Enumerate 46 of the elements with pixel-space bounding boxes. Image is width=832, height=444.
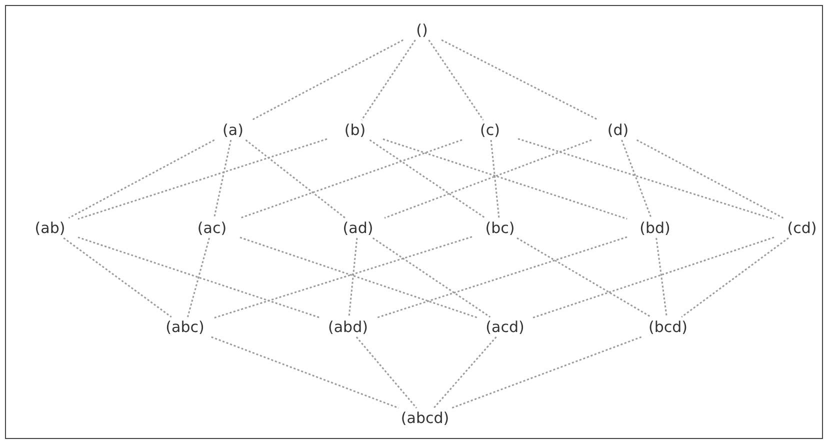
- connector-line: [240, 139, 462, 219]
- connector-line: [361, 40, 416, 120]
- node-label: (d): [607, 122, 629, 138]
- connector-line: [382, 138, 628, 220]
- connector-line: [384, 139, 592, 219]
- connector-line: [78, 236, 320, 318]
- connector-line: [428, 40, 484, 120]
- connector-line: [532, 236, 774, 318]
- connector-line: [369, 139, 486, 219]
- connector-line: [348, 238, 358, 318]
- node-label: (bd): [640, 220, 670, 236]
- connector-line: [372, 237, 491, 318]
- connector-line: [252, 39, 404, 121]
- node-label: (ac): [197, 220, 227, 236]
- node-label: (bc): [485, 220, 515, 236]
- node-label: (c): [480, 122, 500, 138]
- connector-line: [211, 336, 399, 409]
- connector-line: [78, 138, 328, 220]
- connector-line: [63, 237, 172, 318]
- node-label: (acd): [486, 320, 524, 334]
- connector-line: [376, 236, 628, 319]
- connector-line: [441, 39, 599, 121]
- node-label: (ad): [342, 220, 374, 236]
- node-label: (b): [344, 122, 366, 138]
- connector-line: [356, 336, 418, 408]
- connector-line: [490, 140, 500, 218]
- node-label: (abcd): [400, 410, 450, 426]
- connector-line: [516, 237, 652, 318]
- connector-line: [451, 336, 642, 409]
- connector-line: [636, 139, 784, 219]
- connector-line: [681, 237, 789, 318]
- node-label: (abc): [166, 320, 204, 334]
- connector-line: [621, 140, 652, 218]
- node-label: (): [416, 22, 428, 38]
- connector-line: [433, 336, 497, 408]
- connector-line: [213, 140, 232, 218]
- connector-line: [518, 138, 774, 220]
- connector-line: [245, 139, 346, 219]
- node-label: (cd): [787, 220, 817, 236]
- node-label: (abd): [328, 320, 368, 334]
- node-label: (bcd): [648, 320, 688, 334]
- node-label: (a): [222, 122, 244, 138]
- node-label: (ab): [34, 220, 66, 236]
- connector-line: [187, 238, 210, 318]
- connector-line: [68, 139, 215, 219]
- connector-line: [656, 238, 668, 318]
